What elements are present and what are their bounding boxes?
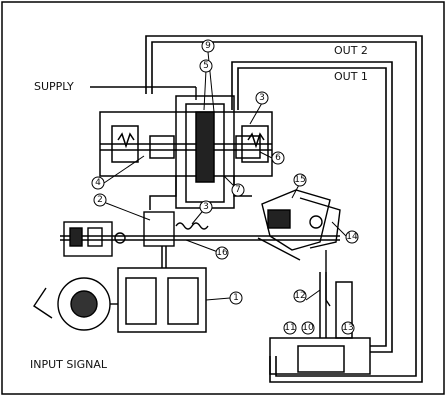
callout-num: 3 [203, 202, 209, 212]
callout-4 [91, 176, 105, 190]
cam-assembly [261, 189, 341, 307]
callout-num: 1 [233, 293, 239, 303]
torque-motor [117, 246, 207, 333]
callout-16 [215, 246, 229, 260]
callout-num: 15 [294, 175, 305, 185]
callout-num: 2 [97, 195, 103, 205]
callout-num: 10 [302, 323, 314, 333]
supply-label: SUPPLY [34, 80, 74, 93]
out2-pipe [145, 35, 423, 383]
callout-num: 12 [294, 291, 305, 301]
callout-num: 5 [203, 61, 209, 71]
callout-num: 4 [95, 178, 101, 188]
callout-13 [341, 321, 355, 335]
out1-pipe [231, 61, 393, 353]
out1-label: OUT 1 [334, 70, 368, 83]
actuator [269, 272, 371, 375]
callout-15 [293, 173, 307, 187]
callout-num: 16 [216, 248, 228, 258]
callout-num: 7 [235, 185, 241, 195]
callout-num: 13 [342, 323, 353, 333]
callout-num: 6 [275, 153, 281, 163]
feedback-beam [60, 211, 340, 261]
callout-11 [283, 321, 297, 335]
input-signal-label: INPUT SIGNAL [30, 358, 108, 371]
pilot-valve-body [99, 95, 273, 210]
input-connector [33, 277, 118, 331]
callout-6 [271, 151, 285, 165]
callout-num: 3 [259, 93, 265, 103]
supply-line [90, 86, 197, 100]
callout-1 [229, 291, 243, 305]
callout-circles [91, 39, 359, 335]
callout-9 [201, 39, 215, 53]
callout-3b [199, 200, 213, 214]
callout-10 [301, 321, 315, 335]
callout-7 [231, 183, 245, 197]
callout-num: 14 [346, 232, 358, 242]
callout-12 [293, 289, 307, 303]
callout-num: 9 [205, 41, 211, 51]
callout-5 [199, 59, 213, 73]
out2-label: OUT 2 [334, 44, 368, 57]
callout-14 [345, 230, 359, 244]
callout-num: 11 [284, 323, 295, 333]
callout-3a [255, 91, 269, 105]
callout-2 [93, 193, 107, 207]
